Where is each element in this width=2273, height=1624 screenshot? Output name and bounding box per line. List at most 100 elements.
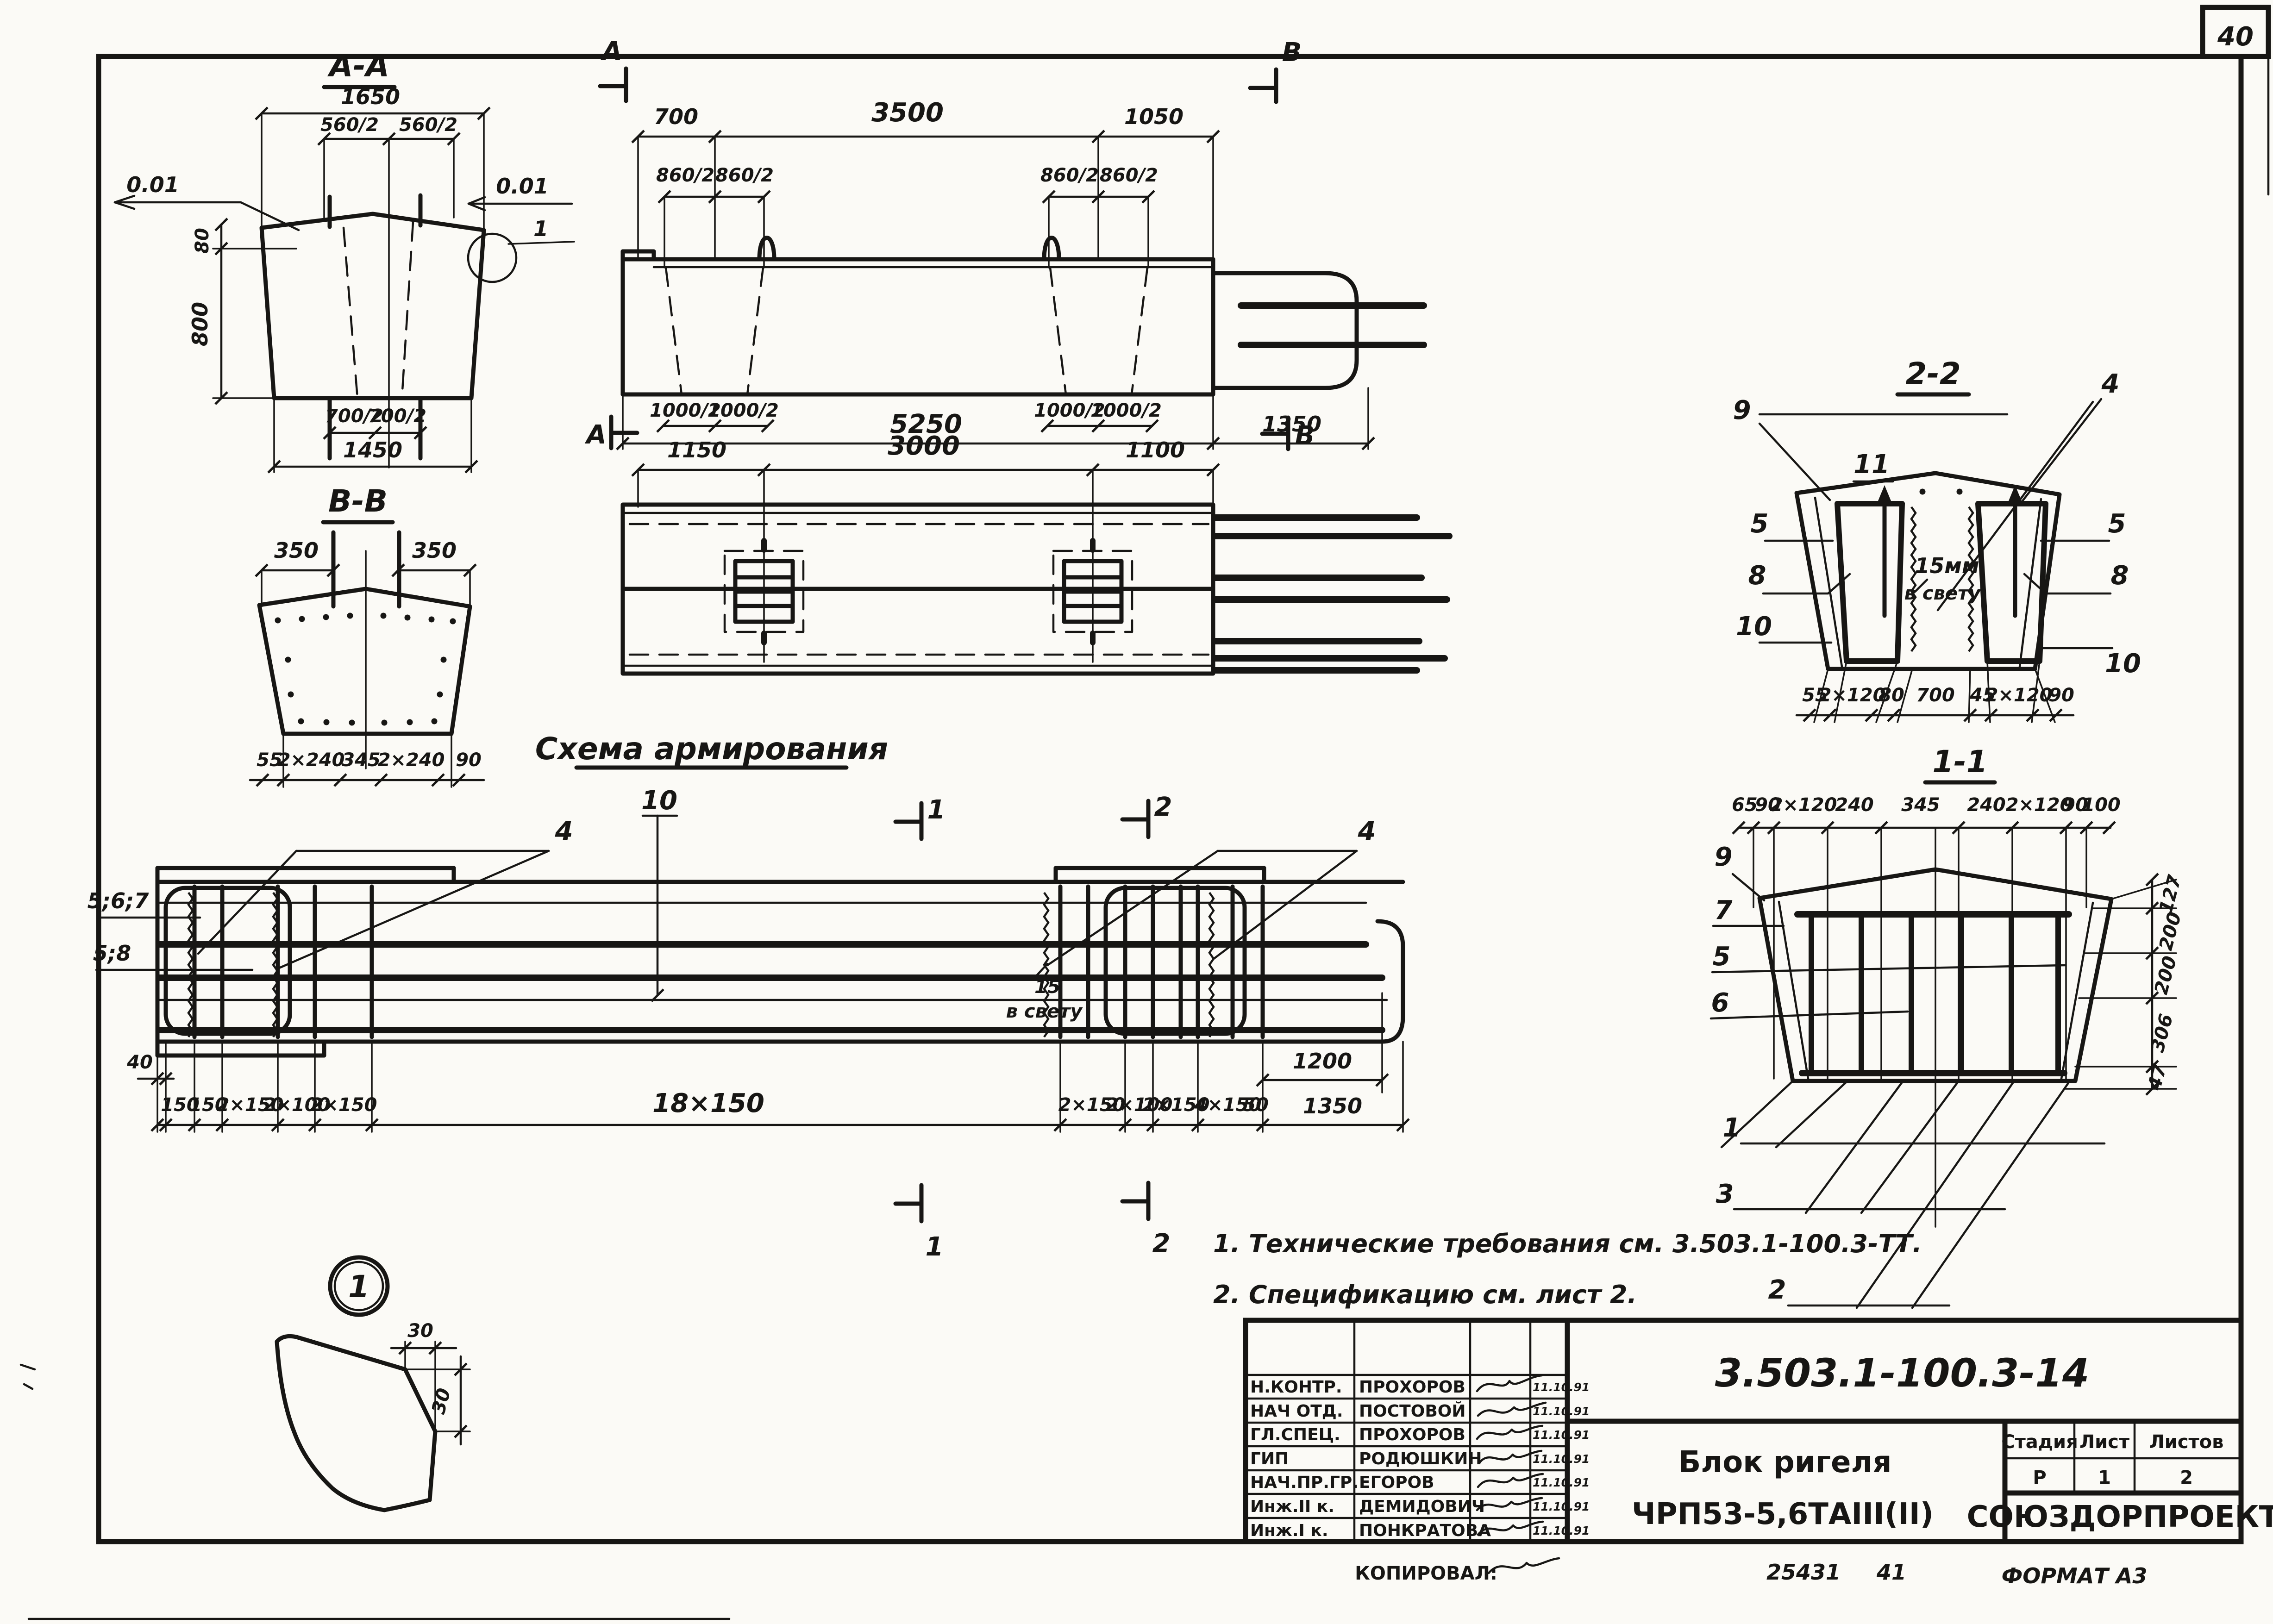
- scheme-m1-bot: 1: [926, 1232, 944, 1262]
- scheme-m2-bot: 2: [1152, 1229, 1171, 1259]
- row-date: 11.10.91: [1533, 1476, 1590, 1489]
- note-2: 2. Спецификацию см. лист 2.: [1213, 1280, 1637, 1309]
- s11-t1: 90: [1755, 794, 1781, 816]
- row-date: 11.10.91: [1533, 1452, 1590, 1466]
- s11-l1: 1: [1723, 1113, 1741, 1143]
- scheme-m2-top: 2: [1154, 792, 1172, 822]
- aa-dim-1650: 1650: [341, 84, 400, 109]
- scheme-b8: 2×150: [1143, 1094, 1210, 1116]
- aa-title: А-А: [327, 48, 389, 84]
- s22-b5: 2×120: [1985, 685, 2053, 706]
- stamp-h-stage: Стадия: [2001, 1431, 2078, 1453]
- scheme-m1-top: 1: [927, 795, 946, 825]
- s11-l3: 3: [1716, 1179, 1734, 1209]
- scheme-left1: 5;6;7: [88, 888, 149, 913]
- aa-dim-800: 800: [188, 302, 213, 346]
- s22-l5-l: 5: [1751, 509, 1769, 539]
- plan-dim-3000: 3000: [888, 431, 960, 461]
- aa-dim-560-r: 560/2: [399, 114, 457, 136]
- elev-dim-1050: 1050: [1124, 104, 1183, 129]
- elev-dim-1000-3: 1000/2: [1034, 400, 1105, 421]
- s11-t7: 90: [2062, 794, 2088, 816]
- detail1-ref: 1: [348, 1269, 369, 1305]
- detail1-d30v: 30: [428, 1386, 455, 1417]
- elev-marker-a: А: [600, 37, 622, 67]
- scheme-d40: 40: [126, 1052, 153, 1073]
- stamp-h-sheets: Листов: [2149, 1431, 2224, 1453]
- copied-label: КОПИРОВАЛ:: [1355, 1563, 1497, 1584]
- note-1: 1. Технические требования см. 3.503.1-10…: [1213, 1229, 1922, 1258]
- bb-b0: 55: [257, 750, 282, 771]
- scheme-b10: 50: [1243, 1094, 1269, 1116]
- section-aa: [113, 85, 575, 473]
- s22-title: 2-2: [1905, 356, 1960, 392]
- row-name: ПРОХОРОВ: [1359, 1425, 1465, 1444]
- scheme-b2: 2×150: [217, 1094, 284, 1116]
- s22-l11: 11: [1853, 450, 1890, 480]
- scheme-l4-left: 4: [555, 817, 573, 847]
- scheme-b9: 4×150: [1194, 1094, 1262, 1116]
- page-number: 40: [2217, 22, 2254, 52]
- s22-l8-r: 8: [2111, 561, 2129, 591]
- format-label: ФОРМАТ А3: [2002, 1563, 2148, 1588]
- stamp-stage: Р: [2033, 1467, 2046, 1488]
- inv-number2: 41: [1876, 1560, 1906, 1585]
- scheme-nsv: в свету: [1006, 1001, 1083, 1022]
- elev-dim-1000-1: 1000/2: [650, 400, 721, 421]
- s22-l9: 9: [1733, 395, 1751, 425]
- row-name: ЕГОРОВ: [1359, 1473, 1434, 1492]
- s11-title: 1-1: [1932, 744, 1987, 780]
- plan-opening-left: [723, 538, 805, 663]
- s22-l5-r: 5: [2108, 509, 2126, 539]
- elev-dim-1000-2: 1000/2: [708, 400, 779, 421]
- s11-l9: 9: [1715, 842, 1733, 872]
- stamp-sheets: 2: [2180, 1467, 2193, 1488]
- aa-dim-1450: 1450: [343, 437, 402, 462]
- section-1-1: [1709, 780, 2177, 1309]
- elev-dim-860-1: 860/2: [656, 165, 714, 186]
- bb-b3: 2×240: [378, 750, 445, 771]
- s22-n15: 15мм: [1915, 553, 1979, 578]
- elev-dim-860-2: 860/2: [715, 165, 774, 186]
- s11-t8: 100: [2082, 794, 2121, 816]
- scheme-n15: 15: [1034, 976, 1060, 998]
- s11-l5: 5: [1713, 942, 1731, 972]
- plan-dim-1100: 1100: [1126, 437, 1185, 462]
- scheme-l4-right: 4: [1358, 817, 1376, 847]
- row-role: ГИП: [1250, 1449, 1289, 1468]
- scheme-title: Схема армирования: [535, 731, 888, 767]
- s22-l10-r: 10: [2105, 649, 2141, 679]
- s22-l10-l: 10: [1736, 612, 1772, 642]
- aa-dim-700-l: 700/2: [325, 406, 383, 427]
- row-date: 11.10.91: [1533, 1500, 1590, 1513]
- s22-l8-l: 8: [1748, 561, 1766, 591]
- title-block: [1243, 1318, 2244, 1574]
- scheme-l10: 10: [641, 786, 677, 816]
- elev-dim-5250: 5250: [890, 409, 962, 439]
- stamp-doc-number: 3.503.1-100.3-14: [1715, 1350, 2089, 1396]
- row-role: Инж.II к.: [1250, 1497, 1334, 1516]
- aa-dim-80: 80: [192, 228, 213, 254]
- elev-dim-1000-4: 1000/2: [1090, 400, 1162, 421]
- s11-t2: 2×120: [1770, 794, 1837, 816]
- bb-title: В-В: [328, 483, 388, 519]
- row-name: ПРОХОРОВ: [1359, 1378, 1465, 1397]
- scheme-d1350: 1350: [1303, 1093, 1362, 1118]
- signatures: [1476, 1374, 1560, 1574]
- row-date: 11.10.91: [1533, 1405, 1590, 1418]
- row-name: ДЕМИДОВИЧ: [1359, 1497, 1485, 1516]
- s11-t0: 65: [1732, 794, 1758, 816]
- inv-number: 25431: [1766, 1560, 1841, 1585]
- row-role: ГЛ.СПЕЦ.: [1250, 1425, 1340, 1444]
- aa-dim-560-l: 560/2: [320, 114, 379, 136]
- section-bb: [249, 520, 485, 788]
- bb-b2: 345: [342, 750, 381, 771]
- plan-marker-a: А: [584, 420, 606, 450]
- scheme-b1: 150: [189, 1094, 228, 1116]
- s11-l2: 2: [1768, 1275, 1786, 1305]
- s11-r1: 200: [2155, 910, 2185, 953]
- stamp-org: СОЮЗДОРПРОЕКТ: [1967, 1500, 2273, 1534]
- s22-b4: 45: [1969, 685, 1996, 706]
- stamp-rows: Н.КОНТР. ПРОХОРОВ 11.10.91 НАЧ ОТД. ПОСТ…: [1250, 1378, 1590, 1540]
- sheet-frame: [19, 5, 2271, 1620]
